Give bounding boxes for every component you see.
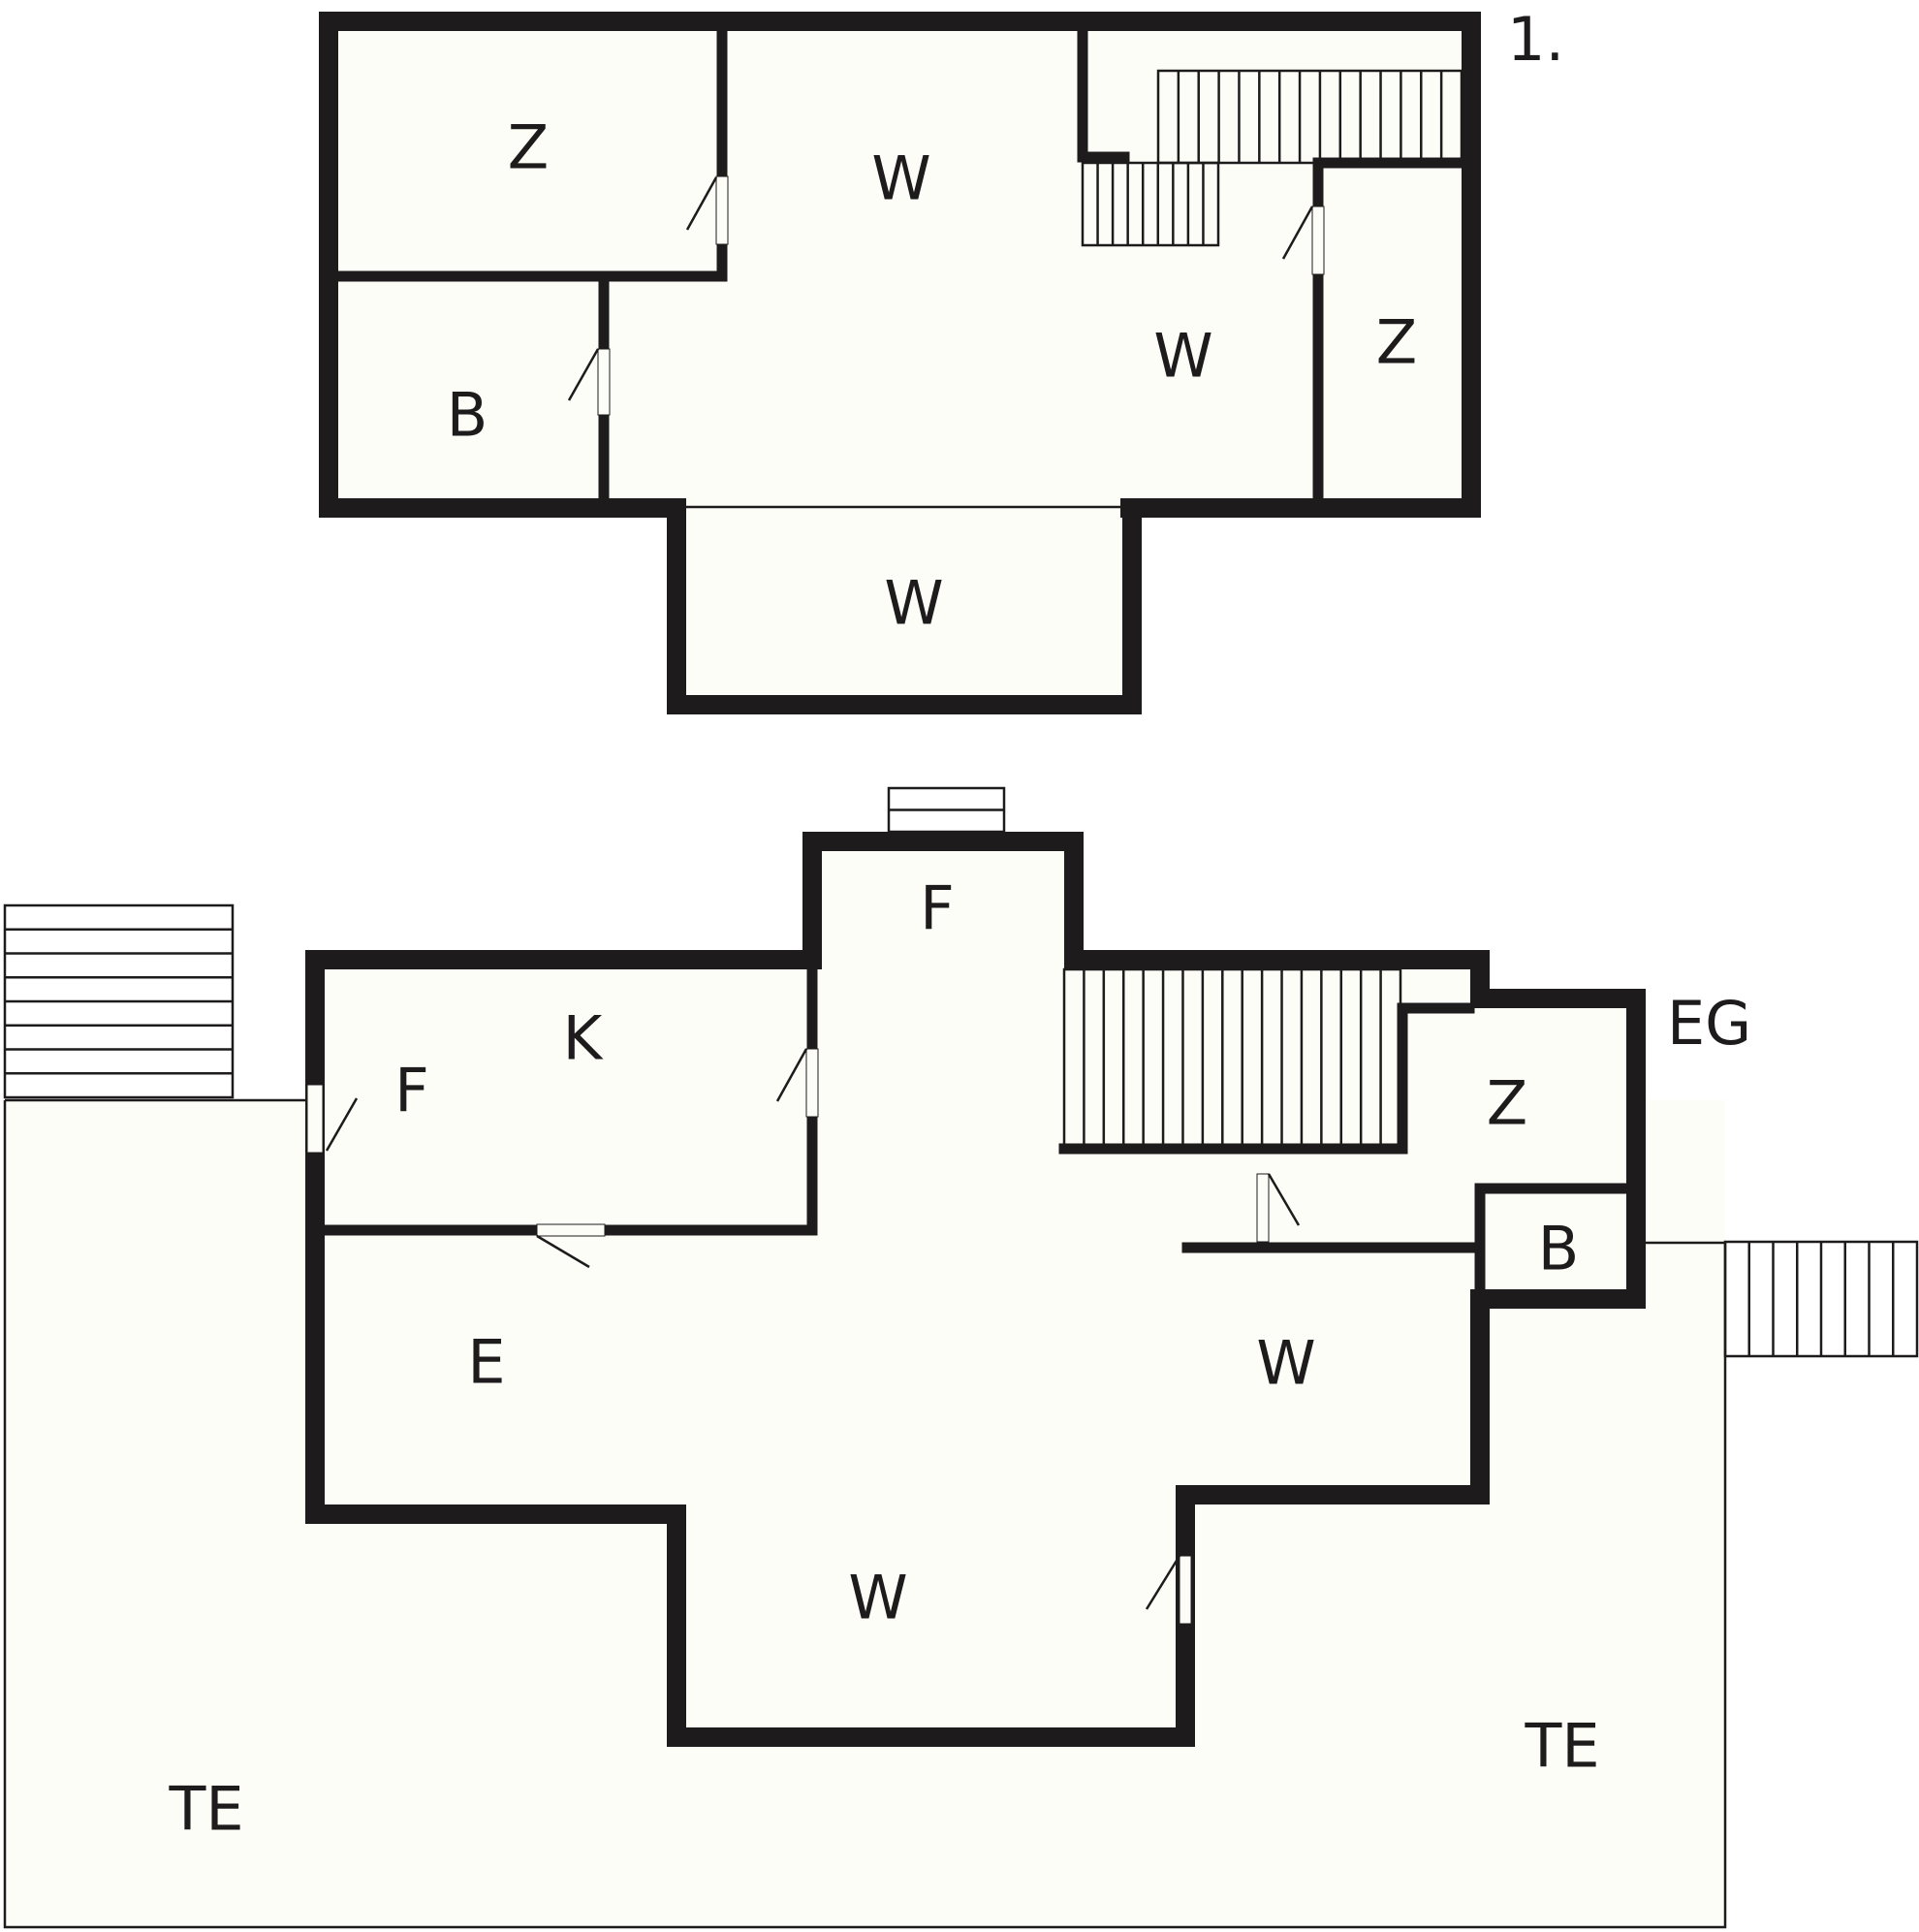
room-label-z: Z: [1376, 307, 1417, 378]
ground-outer-wall: [305, 832, 1646, 1747]
room-label-te: TE: [1524, 1711, 1599, 1782]
room-label-w: W: [871, 143, 930, 214]
room-label-z: Z: [1487, 1068, 1527, 1139]
room-label-k: K: [563, 1003, 604, 1074]
room-label-w: W: [1256, 1328, 1315, 1399]
room-label-b: B: [1538, 1214, 1580, 1284]
ground-stairs: [3, 786, 1919, 1358]
upper-floor-plan: 1. Z W B W Z W: [319, 4, 1564, 714]
room-label-te: TE: [168, 1774, 243, 1845]
ground-doors: [306, 1048, 1301, 1625]
room-label-w: W: [884, 568, 943, 639]
ground-interior-walls: [317, 962, 1634, 1302]
upper-doors: [567, 175, 1325, 416]
upper-stairs: [1081, 69, 1463, 247]
room-label-b: B: [447, 380, 488, 451]
room-label-e: E: [467, 1327, 505, 1398]
room-label-f: F: [394, 1056, 429, 1126]
room-label-w: W: [1153, 321, 1212, 392]
ground-floor-plan: EG F K F E Z B W W TE TE: [3, 786, 1919, 1929]
upper-outer-wall: [319, 12, 1481, 714]
upper-floor-label: 1.: [1507, 4, 1564, 75]
terrace-outline: [3, 1098, 1727, 1929]
room-label-z: Z: [508, 112, 549, 183]
room-label-f: F: [920, 873, 955, 944]
room-label-w: W: [848, 1563, 907, 1633]
ground-floor-label: EG: [1667, 988, 1751, 1059]
